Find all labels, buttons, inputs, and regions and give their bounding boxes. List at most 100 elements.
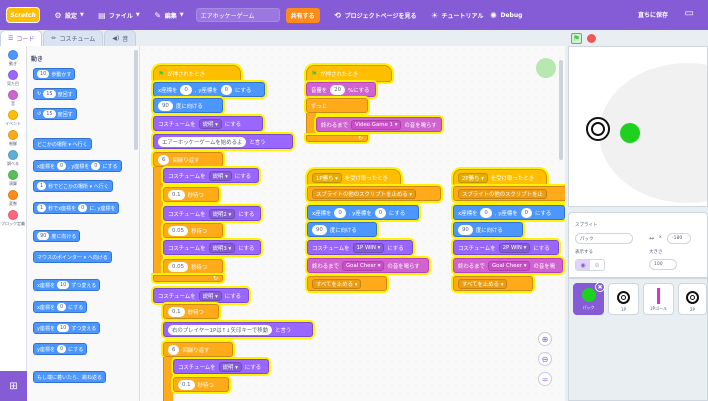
tab-code[interactable]: ☰コード [0,30,43,46]
stop-dropdown[interactable]: すべてを止める ▾ [458,278,508,289]
stop-dropdown[interactable]: スプライトの他のスクリプトを止める ▾ [312,188,417,199]
y-input[interactable]: 0 [374,207,387,218]
stop-block[interactable]: スプライトの他のスクリプトを止 [453,186,565,201]
sprite-name-field[interactable]: パック [575,233,633,244]
palette-num[interactable]: 15 [43,90,56,98]
when-receive-hat[interactable]: 1P勝ち ▾を受け取ったとき [307,169,401,186]
costume-dropdown[interactable]: 説明3 ▾ [208,242,236,253]
wait-input[interactable]: 0.05 [168,261,189,272]
sprite-thumb-puck[interactable]: ✖ パック [573,282,605,315]
tutorial-button[interactable]: ☀チュートリアル [431,11,484,20]
x-input[interactable]: 0 [480,207,492,218]
palette-scrollbar[interactable] [134,50,138,150]
tab-costume[interactable]: ✏コスチューム [43,30,104,46]
direction-input[interactable]: 90 [458,224,473,235]
palette-num[interactable]: 15 [43,110,56,118]
edit-menu[interactable]: ✎編集▼ [154,11,183,20]
sprite-thumb-1p[interactable]: 1P [608,283,639,315]
palette-num[interactable]: 0 [78,204,88,212]
green-flag-button[interactable]: ⚑ [571,32,582,44]
sound-dropdown[interactable]: Video Game 1 ▾ [350,119,402,130]
costume-dropdown[interactable]: 説明 ▾ [198,290,222,301]
message-dropdown[interactable]: 2P勝ち ▾ [458,172,488,183]
zoom-out-button[interactable]: ⊖ [538,352,552,366]
category-control[interactable]: 制御 [0,130,26,146]
palette-num[interactable]: 1 [37,204,47,212]
palette-goto-random-block[interactable]: どこかの場所 ▾ へ行く [33,138,92,150]
palette-bounce-block[interactable]: もし端に着いたら、跳ね返る [33,371,107,383]
x-input[interactable]: 0 [180,84,192,95]
file-menu[interactable]: ▤ファイル▼ [98,11,140,20]
category-sensing[interactable]: 調べる [0,150,26,166]
category-variables[interactable]: 変数 [0,190,26,206]
palette-num[interactable]: 10 [56,324,70,332]
direction-input[interactable]: 90 [158,100,173,111]
costume-dropdown[interactable]: 説明 ▾ [208,170,232,181]
volume-input[interactable]: 20 [330,84,346,95]
costume-dropdown[interactable]: 説明2 ▾ [208,208,236,219]
stop-dropdown[interactable]: すべてを止める ▾ [312,278,362,289]
costume-dropdown[interactable]: 説明 ▾ [198,118,222,129]
message-dropdown[interactable]: 1P勝ち ▾ [312,172,342,183]
sprite-thumb-2p[interactable]: 2P [678,283,707,315]
wait-input[interactable]: 0.05 [168,225,189,236]
wait-input[interactable]: 0.1 [168,189,185,200]
debug-button[interactable]: ✺Debug [489,11,522,20]
workspace-scrollbar[interactable] [559,60,563,160]
zoom-reset-button[interactable]: = [538,372,552,386]
palette-num[interactable]: 0 [56,303,67,311]
save-now-button[interactable]: 直ちに保存 [637,12,668,19]
forever-block[interactable]: ずっと [306,98,368,113]
switch-costume-block[interactable]: コスチュームを説明3 ▾にする [163,240,261,255]
stop-dropdown[interactable]: スプライトの他のスクリプトを止 [458,188,547,199]
category-operators[interactable]: 演算 [0,170,26,186]
switch-costume-block[interactable]: コスチュームを説明2 ▾にする [163,206,261,221]
category-sound[interactable]: 音 [0,90,26,106]
when-flag-clicked-hat[interactable]: ⚑が押されたとき [153,65,241,82]
say-block[interactable]: エアーホッケーゲームを始めるよと言う [153,134,293,149]
when-flag-clicked-hat[interactable]: ⚑が押されたとき [306,65,392,82]
switch-costume-block[interactable]: コスチュームを説明 ▾にする [163,168,259,183]
costume-dropdown[interactable]: 説明 ▾ [218,361,242,372]
say-input[interactable]: エアーホッケーゲームを始めるよ [158,136,247,147]
add-extension-button[interactable]: ⊞ [0,371,27,401]
eye-icon[interactable]: ◉ [576,260,590,270]
eye-off-icon[interactable]: ⊘ [594,261,600,269]
switch-costume-block[interactable]: コスチュームを説明 ▾にする [153,288,249,303]
stage[interactable] [568,46,708,207]
trash-icon[interactable]: ✖ [595,282,605,292]
settings-menu[interactable]: ⚙設定▼ [54,11,83,20]
say-block[interactable]: 右のプレイヤー1Pは↑↓矢印キーで移動と言う [163,322,313,337]
category-motion[interactable]: 動き [0,50,26,66]
say-input[interactable]: 右のプレイヤー1Pは↑↓矢印キーで移動 [168,324,273,335]
stop-all-block[interactable]: すべてを止める ▾ [307,276,387,291]
palette-num[interactable]: 10 [37,70,50,78]
wait-input[interactable]: 0.1 [168,306,185,317]
repeat-input[interactable]: 6 [168,344,180,355]
costume-dropdown[interactable]: 2P WIN ▾ [498,242,531,253]
when-receive-hat[interactable]: 2P勝ち ▾を受け取ったとき [453,169,547,186]
palette-num[interactable]: 90 [37,232,50,240]
sound-dropdown[interactable]: Goal Cheer ▾ [341,260,385,271]
sprite-size-field[interactable]: 100 [649,259,677,270]
